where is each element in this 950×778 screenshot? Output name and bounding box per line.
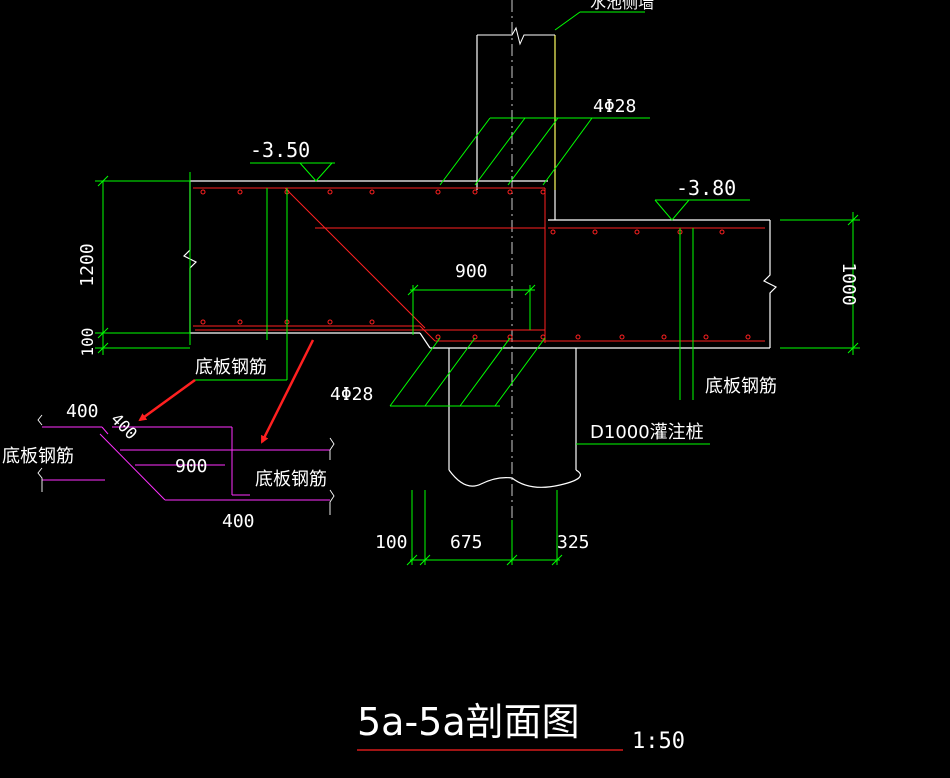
pool-wall [476,26,556,220]
rebar-detail [42,426,330,501]
detail-label-left: 底板钢筋 [2,446,74,467]
dim-1000: 1000 [838,262,859,305]
dim-100-left: 100 [78,328,97,357]
slab-rebar-label-1: 底板钢筋 [195,357,267,378]
dim-675: 675 [450,532,483,553]
dim-1200: 1200 [77,243,98,286]
detail-dim-400-top: 400 [66,401,99,422]
rebar-lines [193,187,765,343]
rebar-top-label: 4Φ28 [593,96,636,117]
drawing-title: 5a-5a剖面图 [357,700,580,744]
wall-label: 水池侧墙 [590,0,654,12]
dim-100-bottom: 100 [375,532,408,553]
elevation-left: -3.50 [250,138,310,162]
dim-325: 325 [557,532,590,553]
detail-braces [37,414,335,515]
elevation-right: -3.80 [676,176,736,200]
drawing-scale: 1:50 [632,729,685,754]
pile-d1000 [448,348,581,488]
detail-label-right: 底板钢筋 [255,469,327,490]
dim-900-main: 900 [455,261,488,282]
rebar-bottom-label: 4Φ28 [330,384,373,405]
pile-label: D1000灌注桩 [590,422,704,443]
detail-dim-900: 900 [175,456,208,477]
slab-rebar-label-2: 底板钢筋 [705,376,777,397]
detail-dim-400-bottom: 400 [222,511,255,532]
dimension-lines [95,11,860,566]
detail-dim-400-diag: 400 [107,409,141,443]
callout-arrows [138,339,315,444]
